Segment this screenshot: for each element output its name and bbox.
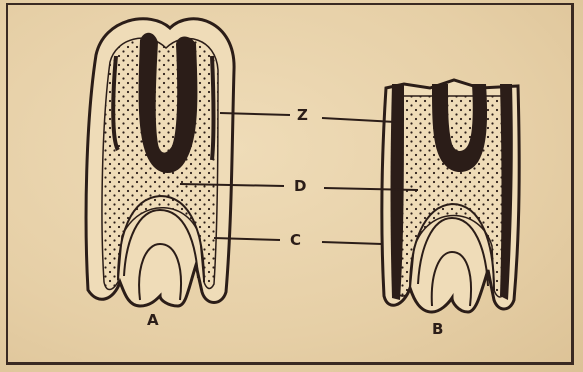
- tooth-a: [86, 19, 234, 306]
- label-d: D: [294, 179, 306, 194]
- label-z: Z: [297, 108, 308, 123]
- tooth-a-enamel-wall-right: [212, 56, 214, 160]
- label-tooth-a: A: [147, 313, 159, 328]
- tooth-b: [382, 80, 519, 312]
- leader-c-right: [322, 242, 382, 244]
- label-c: C: [290, 233, 301, 248]
- label-tooth-b: B: [432, 322, 443, 337]
